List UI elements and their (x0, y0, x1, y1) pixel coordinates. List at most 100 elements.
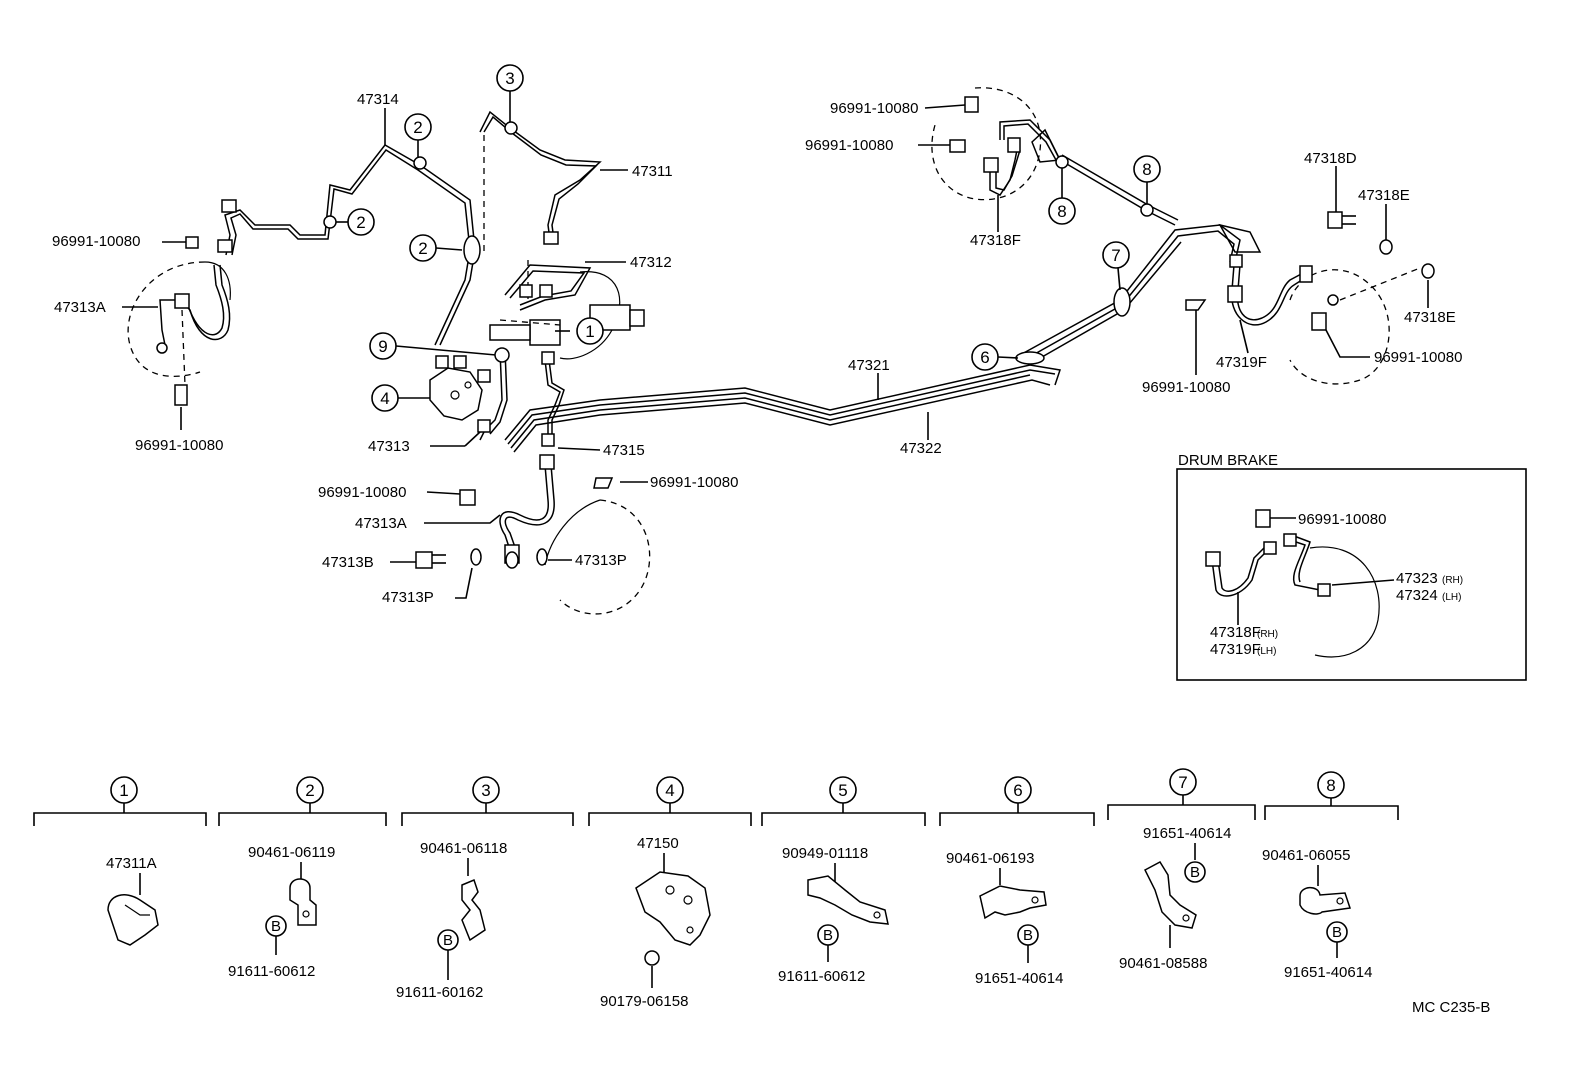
part-91651-40614-g8: 91651-40614 (1284, 964, 1372, 981)
part-90461-06193: 90461-06193 (946, 850, 1034, 867)
callout-3 (496, 64, 524, 92)
left-front-brake-assembly (127, 236, 231, 406)
bolt-47318D (1327, 211, 1343, 229)
svg-text:8: 8 (1326, 776, 1335, 795)
group-2: 2 90461-06119 B 91611-60612 (218, 776, 387, 980)
svg-text:4: 4 (665, 781, 674, 800)
callout-7 (1102, 241, 1130, 269)
part-47150: 47150 (637, 835, 679, 852)
clip-96991-upper-right-b (949, 139, 966, 153)
svg-text:3: 3 (481, 781, 490, 800)
clip-96991-left-lower (174, 384, 188, 406)
callout-8-a (1133, 155, 1161, 183)
left-front-hose (159, 264, 231, 346)
right-rear-rotor-outline (1289, 269, 1390, 385)
gasket-47313P-left (470, 548, 482, 566)
svg-text:1: 1 (585, 322, 594, 341)
drum-label-47324: 47324 (1396, 587, 1438, 604)
svg-text:2: 2 (413, 118, 422, 137)
callout-2-c (409, 234, 437, 262)
svg-text:2: 2 (356, 213, 365, 232)
washer-47318E-b (1421, 263, 1435, 279)
left-front-banjo (156, 342, 168, 354)
right-front-rotor-outline (931, 87, 1042, 201)
label-47313P-right: 47313P (575, 552, 627, 569)
part-91611-60162: 91611-60162 (396, 984, 483, 1001)
svg-text:6: 6 (980, 348, 989, 367)
diagram-code: MC C235-B (1412, 999, 1490, 1016)
svg-text:B: B (271, 918, 281, 935)
clamp-6-body (1015, 351, 1045, 365)
callout-4 (371, 384, 399, 412)
label-47313B: 47313B (322, 554, 374, 571)
drum-label-47318F: 47318F (1210, 624, 1261, 641)
svg-text:B: B (823, 927, 833, 944)
label-96991-10080-h: 96991-10080 (1142, 379, 1230, 396)
svg-text:7: 7 (1178, 773, 1187, 792)
right-rear-brake-assembly (1185, 211, 1435, 385)
label-96991-10080-g: 96991-10080 (1374, 349, 1462, 366)
svg-text:2: 2 (305, 781, 314, 800)
svg-text:3: 3 (505, 69, 514, 88)
svg-text:(RH): (RH) (1257, 629, 1278, 640)
label-47321: 47321 (848, 357, 890, 374)
part-91611-60612: 91611-60612 (228, 963, 315, 980)
label-96991-10080-b: 96991-10080 (135, 437, 223, 454)
callouts: 3 2 2 2 1 9 4 6 7 8 8 (323, 64, 1161, 412)
drum-brake-inset: DRUM BRAKE 96991-10080 47323 (RH) 47324 … (1176, 452, 1527, 681)
clamp-7-body (1113, 287, 1131, 317)
group-6: 6 90461-06193 B 91651-40614 (939, 776, 1095, 987)
left-front-hose-fitting (174, 293, 190, 309)
svg-text:7: 7 (1111, 246, 1120, 265)
pipe-47313 (477, 349, 508, 441)
pipe-bundle-47321-47322 (463, 224, 1241, 453)
callout-2-a (404, 113, 432, 141)
group-7: 7 91651-40614 B 90461-08588 (1107, 768, 1256, 972)
label-47318E-a: 47318E (1358, 187, 1410, 204)
svg-text:(LH): (LH) (1257, 646, 1276, 657)
callout-8-b (1048, 197, 1076, 225)
label-47313: 47313 (368, 438, 410, 455)
clip-96991-right-rear-b (1185, 299, 1207, 311)
part-90949-01118: 90949-01118 (782, 845, 868, 862)
svg-text:8: 8 (1057, 202, 1066, 221)
label-47322: 47322 (900, 440, 942, 457)
svg-text:5: 5 (838, 781, 847, 800)
pipe-47314 (217, 144, 476, 346)
drum-brake-title: DRUM BRAKE (1178, 452, 1278, 469)
label-47318F: 47318F (970, 232, 1021, 249)
label-47312: 47312 (630, 254, 672, 271)
pipe-47312 (504, 260, 621, 360)
lower-left-rotor-outline (559, 499, 651, 615)
part-90461-06055: 90461-06055 (1262, 847, 1350, 864)
label-96991-10080-e: 96991-10080 (830, 100, 918, 117)
label-96991-10080-f: 96991-10080 (805, 137, 893, 154)
proportioning-valve-47150-area (429, 355, 491, 421)
pipe-47315 (541, 351, 565, 447)
svg-text:1: 1 (119, 781, 128, 800)
part-91611-60612-g5: 91611-60612 (778, 968, 865, 985)
master-cylinder (489, 304, 645, 346)
svg-text:B: B (1332, 924, 1342, 941)
callout-2-b (347, 208, 375, 236)
left-front-rotor-outline (127, 261, 206, 377)
clip-96991-lower-left (459, 489, 476, 506)
label-leaders (122, 104, 1429, 599)
washer-47318E-a (1379, 239, 1393, 255)
svg-text:B: B (1190, 864, 1200, 881)
drum-brake-box (1176, 468, 1527, 681)
svg-text:B: B (1023, 927, 1033, 944)
part-90179-06158: 90179-06158 (600, 993, 688, 1010)
clip-96991-lower-right (593, 477, 614, 489)
svg-text:(LH): (LH) (1442, 592, 1461, 603)
part-90179-06158-nut (644, 950, 660, 966)
svg-text:8: 8 (1142, 160, 1151, 179)
part-47311A: 47311A (106, 855, 157, 872)
group-8: 8 90461-06055 B 91651-40614 (1262, 771, 1399, 981)
label-47314: 47314 (357, 91, 399, 108)
clip-96991-upper-right-a (964, 96, 979, 113)
label-47318E-b: 47318E (1404, 309, 1456, 326)
label-47311: 47311 (632, 163, 673, 180)
group-1: 1 47311A (33, 776, 207, 946)
